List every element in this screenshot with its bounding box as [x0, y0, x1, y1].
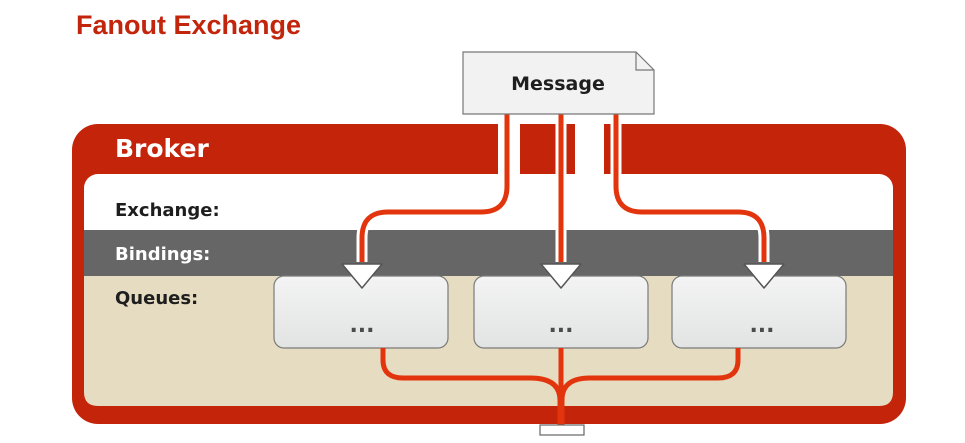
exchange-row-label: Exchange: — [115, 200, 220, 221]
binding-arrow-2 — [540, 263, 582, 289]
queue-3-label: ... — [749, 313, 774, 338]
binding-arrow-3 — [743, 263, 785, 289]
broker-label: Broker — [115, 134, 209, 163]
page-title: Fanout Exchange — [76, 10, 302, 40]
bindings-row-label: Bindings: — [115, 244, 210, 265]
queue-1-label: ... — [349, 313, 374, 338]
queues-row-label: Queues: — [115, 288, 198, 309]
outgoing-flow-lines — [380, 348, 741, 426]
incoming-flow-lines — [356, 114, 770, 262]
queue-3: ... — [671, 275, 847, 349]
message-document: Message — [462, 51, 655, 115]
message-label: Message — [511, 73, 605, 95]
consumer-stub — [539, 424, 585, 436]
binding-arrow-1 — [341, 263, 383, 289]
broker-gap-right — [575, 124, 604, 174]
queue-1: ... — [273, 275, 449, 349]
queue-2-label: ... — [548, 313, 573, 338]
